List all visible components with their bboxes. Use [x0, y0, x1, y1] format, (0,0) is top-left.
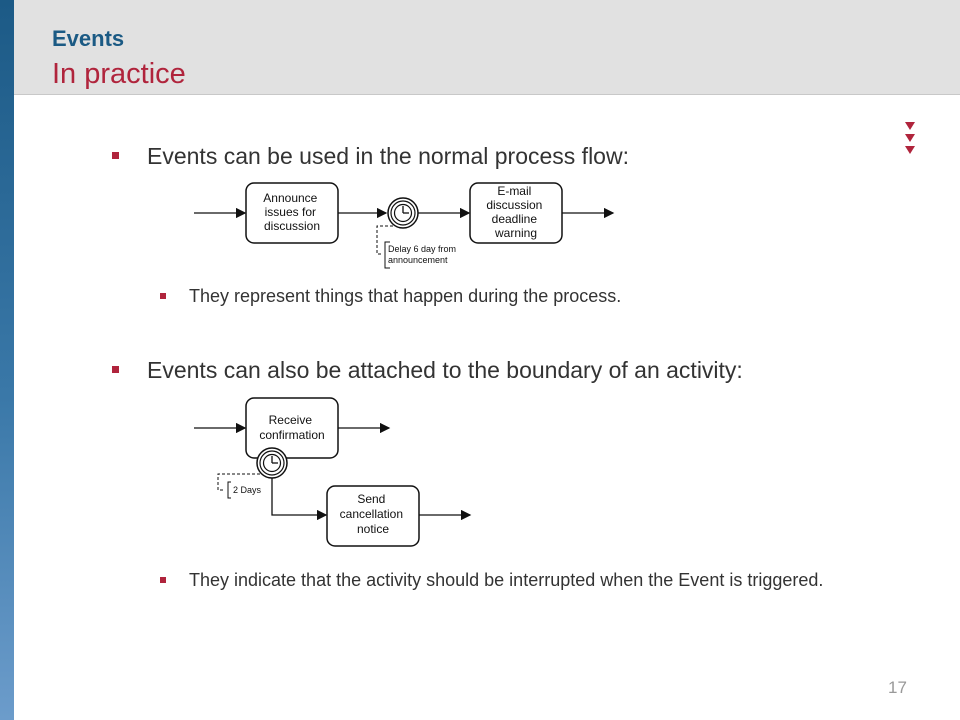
- annotation-text: Delay 6 day from announcement: [388, 244, 459, 265]
- task-send-cancellation: [326, 485, 420, 547]
- task-label: Send cancellation notice: [340, 492, 407, 536]
- slide-title: Events: [52, 26, 125, 51]
- task-receive-confirmation: [245, 397, 339, 459]
- down-arrow-icon: [905, 122, 915, 130]
- slide-header: [14, 0, 960, 95]
- association-line: [217, 473, 260, 491]
- exception-flow-arrow: [271, 478, 328, 521]
- nav-arrows: [905, 122, 919, 158]
- annotation-text: 2 Days: [233, 485, 262, 495]
- bullet-square-icon: [160, 293, 166, 299]
- slide-subtitle: In practice: [52, 58, 186, 90]
- task-announce-issues: [245, 182, 339, 244]
- annotation-line: Delay 6 day from: [388, 244, 456, 254]
- left-accent-bar: [0, 0, 14, 720]
- task-label: E-mail discussion deadline warning: [486, 184, 545, 240]
- task-label-line: cancellation: [340, 507, 403, 521]
- task-label-line: Send: [357, 492, 385, 506]
- task-label-line: discussion: [486, 198, 542, 212]
- task-label-line: discussion: [264, 219, 320, 233]
- diagram-normal-flow: Announce issues for discussion E-mail di…: [194, 182, 615, 269]
- task-label-line: Announce: [263, 191, 317, 205]
- bullet-square-icon: [112, 366, 119, 373]
- sub-bullet-text: They represent things that happen during…: [189, 286, 622, 306]
- sub-bullet-text: They indicate that the activity should b…: [189, 570, 824, 590]
- diagram-boundary-event: Receive confirmation Send cancellation n…: [194, 397, 472, 547]
- bullet-square-icon: [160, 577, 166, 583]
- association-line: [376, 225, 393, 255]
- down-arrow-icon: [905, 146, 915, 154]
- task-label-line: warning: [494, 226, 537, 240]
- annotation-bracket: [384, 241, 390, 269]
- task-label: Announce issues for discussion: [263, 191, 320, 233]
- task-label-line: confirmation: [259, 428, 324, 442]
- task-label-line: deadline: [492, 212, 538, 226]
- bullet-text: Events can be used in the normal process…: [147, 143, 629, 169]
- annotation-line: 2 Days: [233, 485, 262, 495]
- annotation-line: announcement: [388, 255, 448, 265]
- down-arrow-icon: [905, 134, 915, 142]
- timer-event-icon: [387, 197, 419, 229]
- task-label-line: issues for: [265, 205, 316, 219]
- task-label-line: E-mail: [497, 184, 531, 198]
- task-email-warning: [469, 182, 563, 244]
- page-number: 17: [888, 678, 907, 697]
- task-label: Receive confirmation: [259, 413, 324, 442]
- bullet-square-icon: [112, 152, 119, 159]
- timer-boundary-event-icon: [256, 447, 288, 479]
- annotation-bracket: [227, 481, 231, 499]
- task-label-line: Receive: [269, 413, 313, 427]
- bullet-text: Events can also be attached to the bound…: [147, 357, 743, 383]
- task-label-line: notice: [357, 522, 389, 536]
